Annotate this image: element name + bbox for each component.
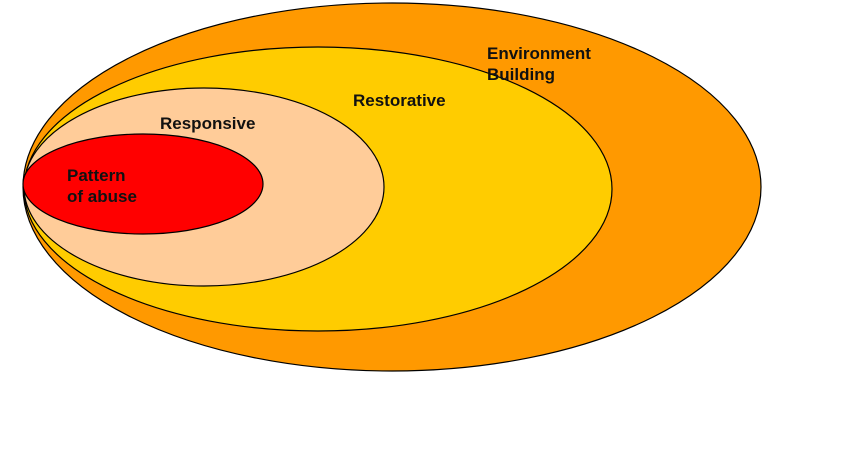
restorative-label: Restorative: [353, 91, 446, 110]
pattern-of-abuse-label: Pattern of abuse: [67, 166, 137, 206]
responsive-label: Responsive: [160, 114, 256, 133]
environment-building-label: Environment Building: [487, 44, 591, 84]
pattern-of-abuse-ellipse: [22, 133, 264, 235]
